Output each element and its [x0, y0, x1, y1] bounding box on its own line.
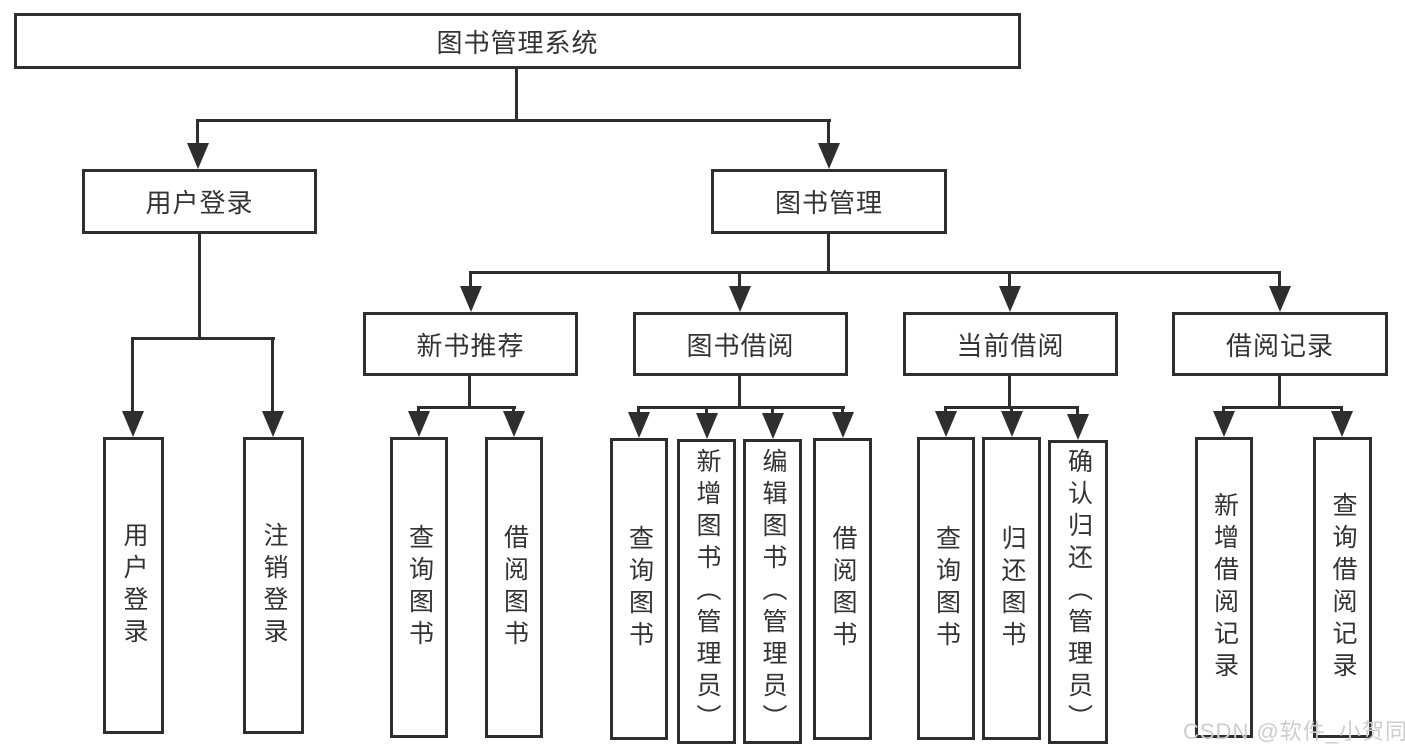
edge-user-login-stem: [198, 233, 201, 339]
edge-group-c-drop-3: [1076, 406, 1079, 415]
edge-book-borrow-drop: [738, 271, 741, 291]
arrowhead-query-book-3: [935, 411, 957, 437]
leaf-edit-book: 编辑图书（管理员）: [743, 439, 802, 744]
edge-group-b-drop-3: [771, 406, 774, 415]
edge-group-d-hline: [1223, 406, 1343, 409]
edge-group-b-stem: [738, 376, 741, 408]
edge-user-login-hline: [132, 337, 275, 340]
node-new-book-rec: 新书推荐: [363, 312, 578, 376]
leaf-return-book-label: 归还图书: [998, 524, 1026, 653]
leaf-return-book: 归还图书: [982, 437, 1041, 740]
arrowhead-confirm-return: [1067, 414, 1089, 440]
arrowhead-borrow-book-2: [832, 412, 854, 438]
edge-leaf-logout-drop: [271, 337, 274, 413]
edge-current-borrow-drop: [1008, 271, 1011, 291]
edge-level2-hline: [197, 119, 831, 122]
leaf-borrow-book-2-label: 借阅图书: [829, 525, 857, 653]
arrowhead-return-book: [1001, 411, 1023, 437]
edge-group-d-stem: [1278, 376, 1281, 408]
edge-group-d-drop-1: [1222, 406, 1225, 415]
leaf-query-book-1: 查询图书: [390, 437, 448, 738]
arrowhead-query-book-2: [628, 412, 650, 438]
arrowhead-user-login: [187, 143, 209, 169]
node-root: 图书管理系统: [14, 13, 1021, 69]
leaf-confirm-return-label: 确认归还（管理员）: [1064, 448, 1093, 736]
edge-user-login-drop: [196, 119, 199, 147]
edge-group-b-hline: [638, 406, 845, 409]
arrowhead-book-borrow: [729, 286, 751, 312]
node-book-borrow: 图书借阅: [633, 312, 848, 376]
leaf-borrow-book-2: 借阅图书: [813, 438, 872, 740]
arrowhead-edit-book: [762, 413, 784, 439]
edge-group-a-stem: [468, 376, 471, 408]
node-borrow-record: 借阅记录: [1172, 312, 1388, 376]
leaf-query-record: 查询借阅记录: [1313, 437, 1372, 738]
arrowhead-add-book: [696, 413, 718, 439]
leaf-borrow-book-1-label: 借阅图书: [500, 523, 529, 652]
leaf-add-book-label: 新增图书（管理员）: [693, 447, 721, 736]
leaf-query-record-label: 查询借阅记录: [1329, 491, 1357, 684]
arrowhead-query-record: [1331, 411, 1353, 437]
arrowhead-borrow-record: [1269, 286, 1291, 312]
edge-book-mgmt-stem: [827, 233, 830, 273]
leaf-query-book-1-label: 查询图书: [405, 523, 434, 652]
edge-group-c-drop-1: [944, 406, 947, 415]
edge-group-d-drop-2: [1340, 406, 1343, 415]
leaf-add-book: 新增图书（管理员）: [677, 439, 736, 744]
arrowhead-query-book-1: [408, 411, 430, 437]
leaf-borrow-book-1: 借阅图书: [485, 437, 543, 738]
leaf-query-book-2-label: 查询图书: [625, 525, 654, 653]
edge-level3-hline: [470, 271, 1281, 274]
edge-group-c-stem: [1008, 376, 1011, 408]
edge-new-book-rec-drop: [469, 271, 472, 291]
edge-book-mgmt-drop: [827, 119, 830, 147]
node-current-borrow: 当前借阅: [903, 312, 1118, 376]
edge-group-b-drop-1: [637, 406, 640, 415]
edge-group-c-drop-2: [1010, 406, 1013, 415]
arrowhead-book-mgmt: [818, 143, 840, 169]
arrowhead-leaf-user-login: [122, 411, 144, 437]
leaf-logout-label: 注销登录: [260, 521, 288, 650]
leaf-query-book-3-label: 查询图书: [932, 524, 961, 653]
node-book-mgmt: 图书管理: [711, 169, 947, 234]
leaf-query-book-3: 查询图书: [917, 437, 975, 740]
edge-root-stem: [515, 69, 518, 121]
edge-group-a-drop-1: [417, 406, 420, 415]
leaf-add-record-label: 新增借阅记录: [1210, 491, 1239, 684]
leaf-user-login-label: 用户登录: [120, 521, 148, 650]
arrowhead-current-borrow: [999, 286, 1021, 312]
edge-group-a-drop-2: [512, 406, 515, 415]
edge-group-b-drop-2: [705, 406, 708, 415]
arrowhead-leaf-logout: [262, 411, 284, 437]
arrowhead-add-record: [1213, 411, 1235, 437]
node-user-login: 用户登录: [82, 169, 317, 234]
edge-group-a-hline: [418, 406, 516, 409]
arrowhead-new-book-rec: [460, 286, 482, 312]
edge-borrow-record-drop: [1278, 271, 1281, 291]
arrowhead-borrow-book-1: [503, 411, 525, 437]
leaf-query-book-2: 查询图书: [610, 438, 668, 740]
leaf-logout: 注销登录: [243, 437, 304, 734]
leaf-add-record: 新增借阅记录: [1195, 437, 1253, 738]
edge-group-b-drop-4: [841, 406, 844, 415]
csdn-watermark: CSDN @软件_小贺同学: [1183, 719, 1405, 744]
leaf-edit-book-label: 编辑图书（管理员）: [759, 447, 787, 736]
leaf-confirm-return: 确认归还（管理员）: [1048, 440, 1108, 744]
leaf-user-login: 用户登录: [103, 437, 164, 734]
edge-leaf-user-login-drop: [131, 337, 134, 413]
